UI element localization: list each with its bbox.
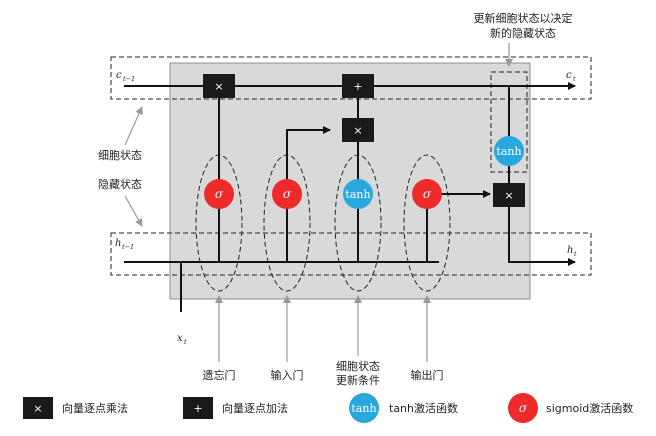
hidden-state-label: 隐藏状态 [98, 177, 142, 191]
output-multiply-op: × [493, 183, 525, 207]
output-gate-ellipse [403, 154, 451, 292]
svg-text:σ: σ [519, 401, 528, 415]
annotation-line-1: 更新细胞状态以决定 [474, 11, 573, 25]
svg-text:+: + [353, 80, 362, 93]
svg-text:c: c [116, 70, 122, 81]
svg-text:t: t [184, 338, 187, 346]
svg-text:h: h [567, 245, 573, 256]
c-prev-label: c t−1 [116, 70, 135, 83]
cell-add-op: + [342, 74, 374, 98]
c-t-label: c t [566, 70, 576, 83]
svg-text:σ: σ [215, 187, 224, 201]
svg-text:tanh: tanh [496, 145, 521, 158]
annotation-line-2: 新的隐藏状态 [490, 26, 556, 40]
svg-text:c: c [566, 70, 572, 81]
cell-panel [169, 62, 531, 300]
svg-text:σ: σ [423, 187, 432, 201]
legend-add: + 向量逐点加法 [183, 397, 288, 419]
x-t-label: x t [177, 333, 187, 346]
cell-tanh: tanh [343, 179, 373, 209]
input-gate-label: 输入门 [271, 368, 304, 382]
svg-text:t−1: t−1 [122, 243, 134, 251]
svg-text:t−1: t−1 [123, 75, 135, 83]
cell-update-label-1: 细胞状态 [336, 359, 380, 373]
output-gate-label: 输出门 [411, 368, 444, 382]
hidden-state-arrow [124, 195, 143, 227]
h-prev-label: h t−1 [115, 238, 134, 251]
hidden-bus [124, 261, 439, 312]
svg-text:t: t [574, 250, 577, 258]
svg-text:tanh激活函数: tanh激活函数 [389, 401, 458, 415]
svg-text:tanh: tanh [351, 402, 376, 415]
svg-text:×: × [33, 402, 42, 415]
cell-state-arrow [124, 106, 143, 146]
add-icon [183, 397, 213, 419]
svg-text:×: × [504, 189, 513, 202]
svg-text:tanh: tanh [345, 188, 370, 201]
svg-text:x: x [177, 333, 183, 344]
svg-text:+: + [193, 402, 202, 415]
input-sigmoid: σ [272, 179, 302, 209]
multiply-icon [23, 397, 53, 419]
h-t-label: h t [567, 245, 577, 258]
forget-gate-label: 遗忘门 [203, 368, 236, 382]
cell-state-band [110, 56, 592, 100]
forget-sigmoid: σ [204, 179, 234, 209]
svg-text:σ: σ [283, 187, 292, 201]
legend-multiply: × 向量逐点乘法 [23, 397, 128, 419]
gate-connections [218, 86, 510, 262]
svg-text:向量逐点加法: 向量逐点加法 [222, 401, 288, 415]
forget-multiply-op: × [203, 74, 235, 98]
cell-state-label: 细胞状态 [98, 148, 142, 162]
gate-label-arrows [215, 295, 431, 362]
legend-tanh: tanh tanh激活函数 [349, 393, 458, 423]
svg-text:h: h [115, 238, 121, 249]
svg-text:×: × [353, 124, 362, 137]
legend-sigmoid: σ sigmoid激活函数 [508, 393, 633, 423]
tanh-icon [349, 393, 379, 423]
output-tanh: tanh [494, 136, 524, 166]
svg-text:×: × [214, 80, 223, 93]
hidden-output-line [508, 206, 576, 266]
svg-text:sigmoid激活函数: sigmoid激活函数 [546, 401, 633, 415]
svg-text:向量逐点乘法: 向量逐点乘法 [62, 401, 128, 415]
svg-text:t: t [573, 75, 576, 83]
input-multiply-op: × [342, 118, 374, 142]
hidden-state-band [110, 232, 592, 276]
sigmoid-icon [508, 393, 538, 423]
output-sigmoid: σ [412, 179, 442, 209]
cell-update-label-2: 更新条件 [336, 373, 380, 387]
